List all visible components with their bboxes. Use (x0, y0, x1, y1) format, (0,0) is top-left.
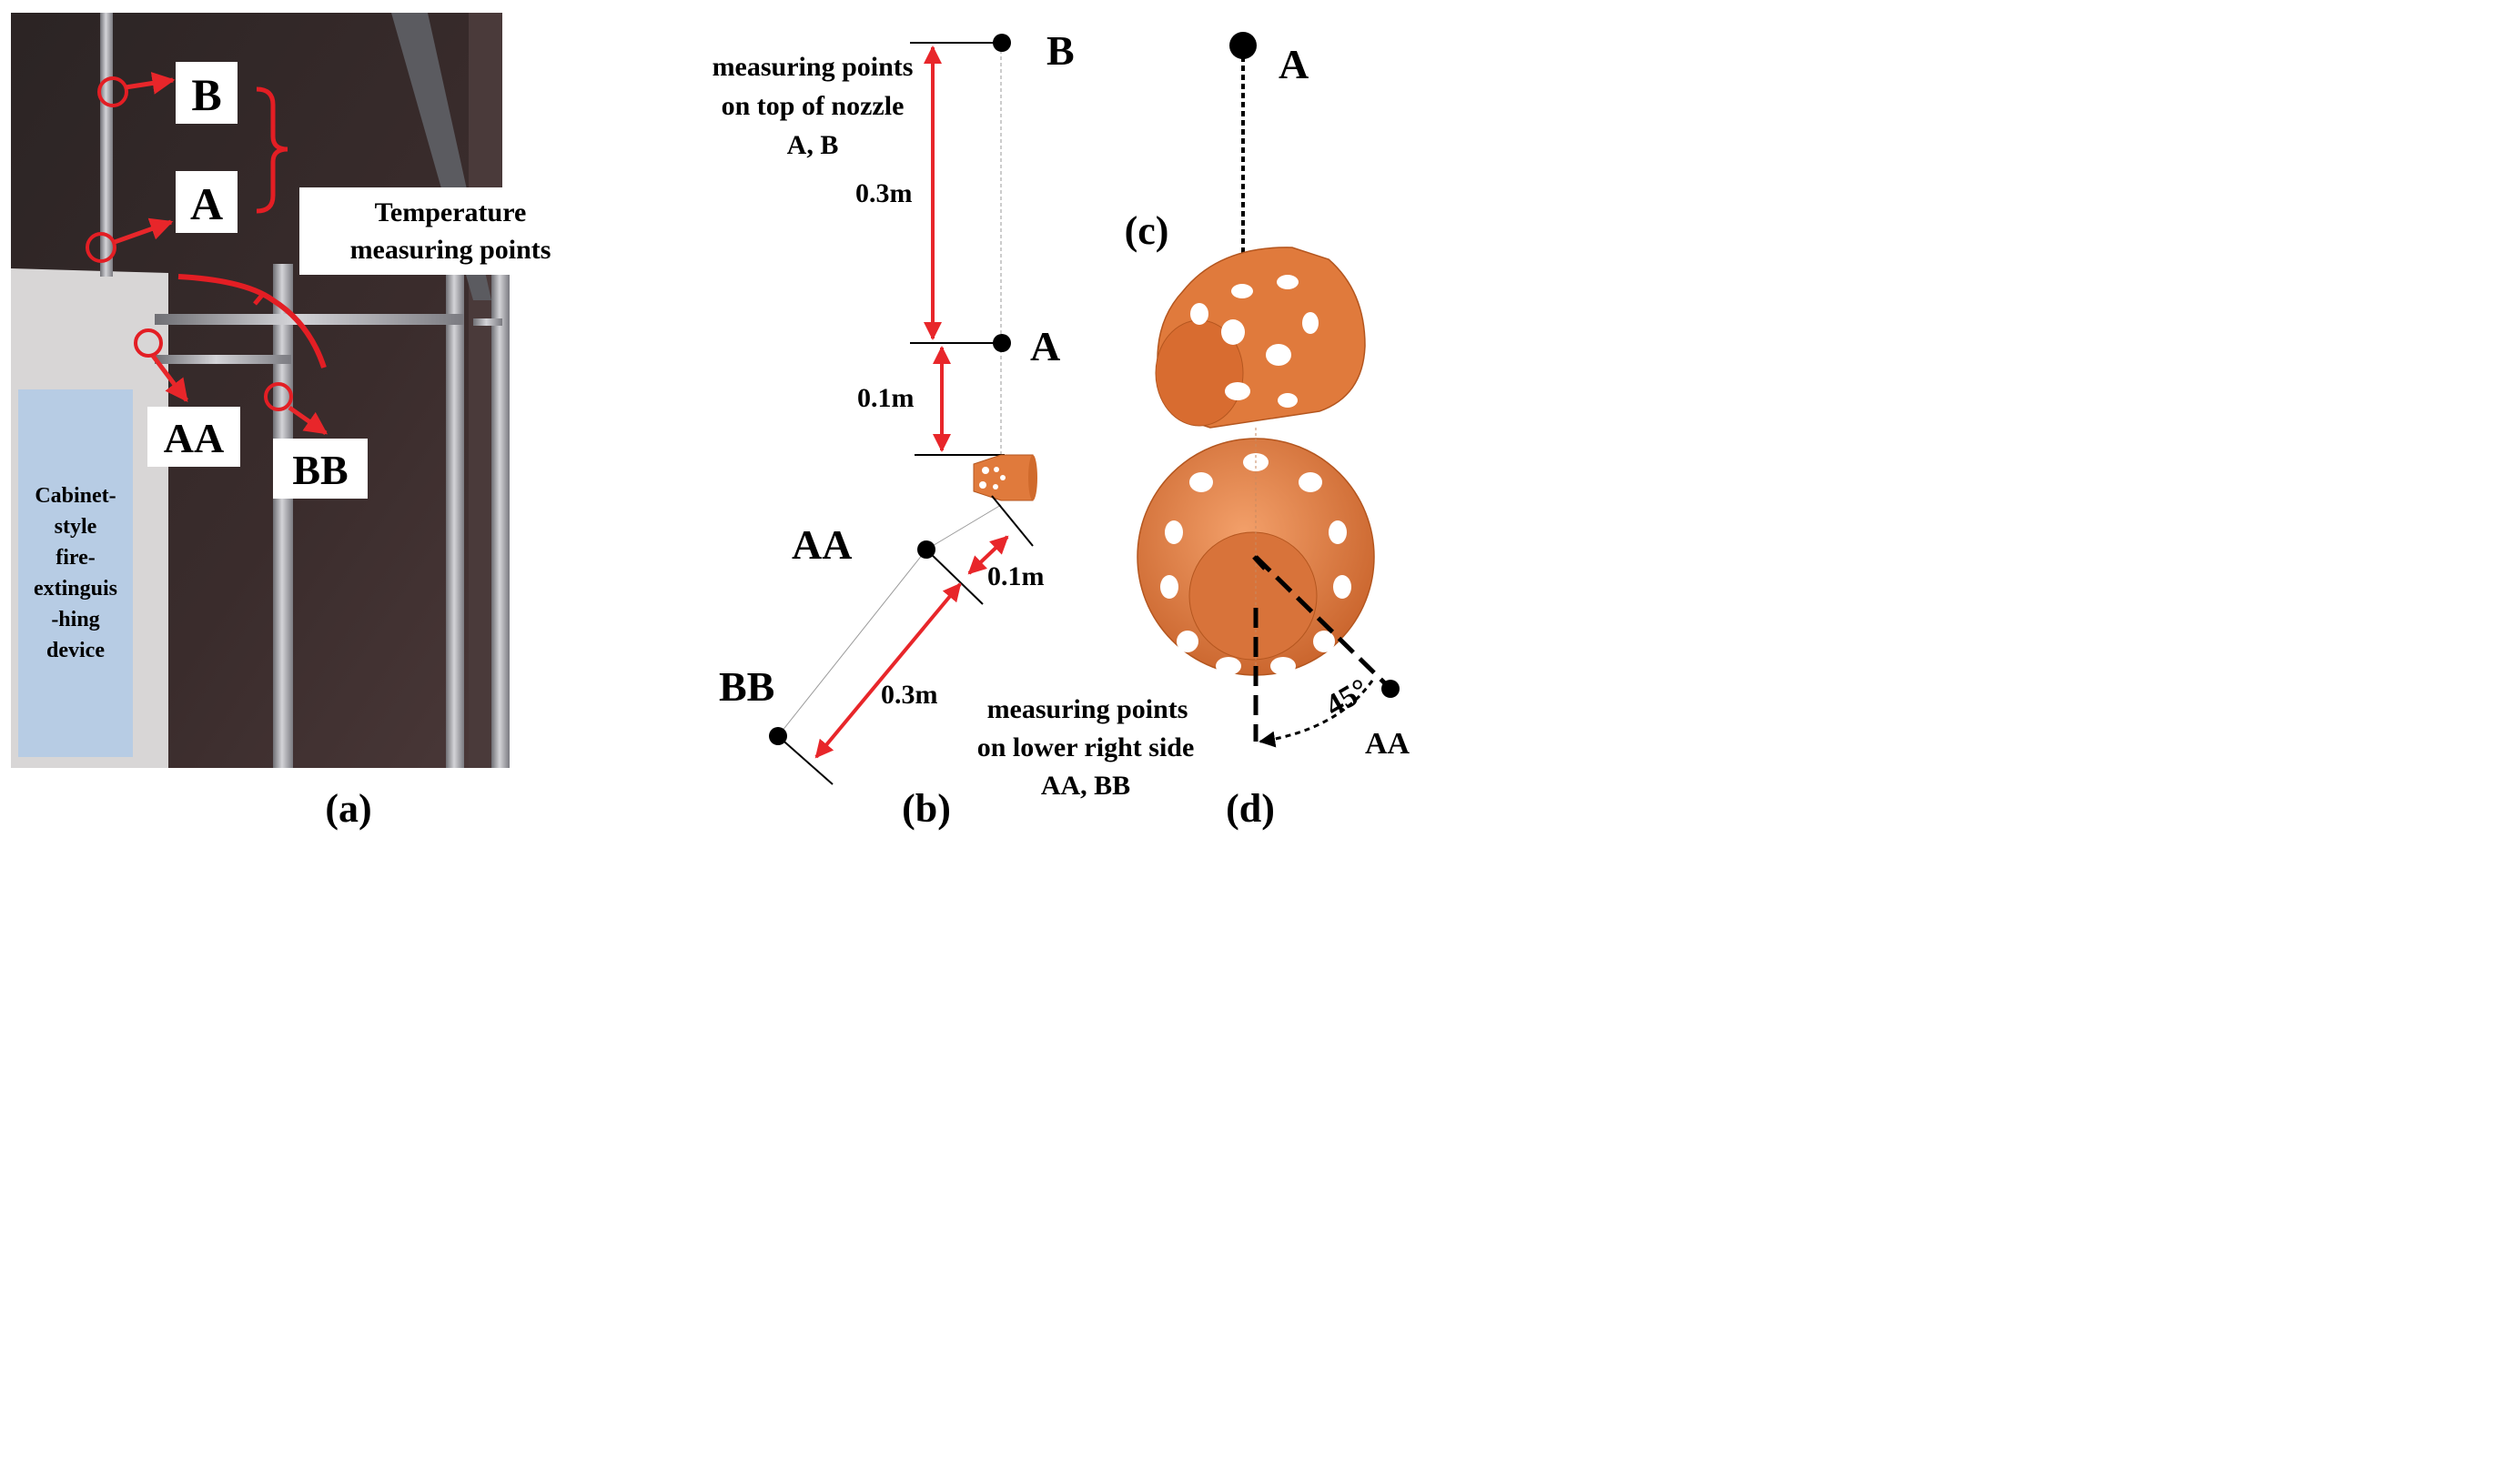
device-label-box (18, 389, 133, 757)
caption-a: (a) (325, 786, 371, 831)
caption-b: (b) (902, 786, 951, 831)
nozzle-large-side (1155, 247, 1366, 429)
device-label-line-3: fire- (56, 546, 96, 570)
brace-lower (177, 274, 327, 368)
dashed-diagonal-axis (1254, 555, 1392, 691)
ref-line-aa (925, 549, 984, 605)
pipe-horizontal-lower (155, 355, 291, 364)
device-label-line-4: extinguis (34, 577, 117, 601)
point-aa-dot (917, 540, 935, 559)
panel-d-nozzle: 45° AA (1137, 428, 1410, 761)
dim-arrow-aa-bb (814, 582, 962, 759)
dim-label-aa-bb: 0.3m (881, 680, 938, 710)
device-label-line-2: style (55, 515, 97, 539)
dim-label-a-nozzle: 0.1m (857, 383, 915, 413)
pipe-vertical-mid (273, 264, 293, 768)
panel-c-nozzle: A (c) (1125, 32, 1366, 429)
point-label-b-schematic: B (1046, 27, 1075, 74)
figure: B A AA BB Temperature measuring points C… (11, 13, 1410, 831)
pipe-horizontal-upper (155, 314, 464, 325)
dim-arrow-nozzle-aa (967, 535, 1009, 575)
point-label-a-c: A (1279, 41, 1309, 87)
device-label-line-1: Cabinet- (35, 484, 116, 508)
pipe-horizontal-right (473, 318, 502, 326)
marker-circle-aa (134, 328, 163, 358)
label-box-bb (273, 439, 368, 499)
point-label-a-schematic: A (1030, 323, 1060, 369)
axis-tick (1252, 555, 1267, 570)
point-label-bb-schematic: BB (719, 663, 774, 710)
bottom-note-line-2: on lower right side (977, 732, 1195, 762)
dim-label-ba: 0.3m (855, 178, 913, 208)
pipe-vertical-right (446, 273, 464, 768)
pointer-arrow-aa (151, 354, 188, 402)
label-box-aa (147, 407, 240, 467)
device-label-line-5: -hing (51, 608, 99, 631)
dim-label-nozzle-aa: 0.1m (987, 561, 1045, 591)
point-label-bb: BB (292, 447, 348, 493)
brace-upper (256, 86, 288, 214)
legend-box (299, 187, 602, 275)
top-note-line-1: measuring points (713, 52, 914, 82)
pointer-arrow-bb (288, 405, 329, 436)
pipe-vertical-far-right (491, 235, 510, 768)
legend-line-2: measuring points (350, 235, 551, 265)
nozzle-small (973, 454, 1037, 501)
top-note-line-3: A, B (787, 130, 839, 160)
bottom-note-line-1: measuring points (987, 694, 1188, 724)
point-b-dot (993, 34, 1011, 52)
diag-guide-2 (925, 504, 1002, 550)
point-label-a: A (190, 178, 223, 229)
point-bb-dot (769, 727, 787, 745)
point-label-aa: AA (164, 415, 224, 461)
marker-circle-a (86, 232, 116, 263)
marker-circle-bb (264, 382, 293, 411)
angle-label: 45° (1320, 672, 1375, 723)
point-a-dot (993, 334, 1011, 352)
point-a-dot-c (1229, 32, 1257, 59)
panel-a-photo: B A AA BB Temperature measuring points C… (11, 13, 602, 768)
point-label-b: B (191, 69, 221, 120)
angle-arc (1259, 680, 1374, 748)
point-label-aa-schematic: AA (792, 521, 852, 568)
panel-b-schematic: B A measuring points on top of nozzle A,… (713, 27, 1195, 801)
legend-line-1: Temperature (375, 197, 527, 227)
marker-circle-b (97, 76, 128, 107)
top-note-line-2: on top of nozzle (722, 91, 905, 121)
label-box-a (176, 171, 238, 233)
device-label-line-6: device (46, 639, 105, 662)
point-label-aa-d: AA (1365, 727, 1410, 761)
pointer-arrow-b (125, 72, 176, 95)
point-aa-dot-d (1381, 680, 1400, 698)
label-box-b (176, 62, 238, 124)
ref-line-bb (777, 735, 834, 785)
bottom-note-line-3: AA, BB (1041, 771, 1130, 801)
brace-lower-tick (253, 291, 266, 306)
caption-d: (d) (1226, 786, 1275, 831)
pointer-arrow-a (114, 217, 174, 245)
ref-line-nozzle-diag (991, 495, 1034, 547)
caption-c: (c) (1125, 208, 1169, 253)
